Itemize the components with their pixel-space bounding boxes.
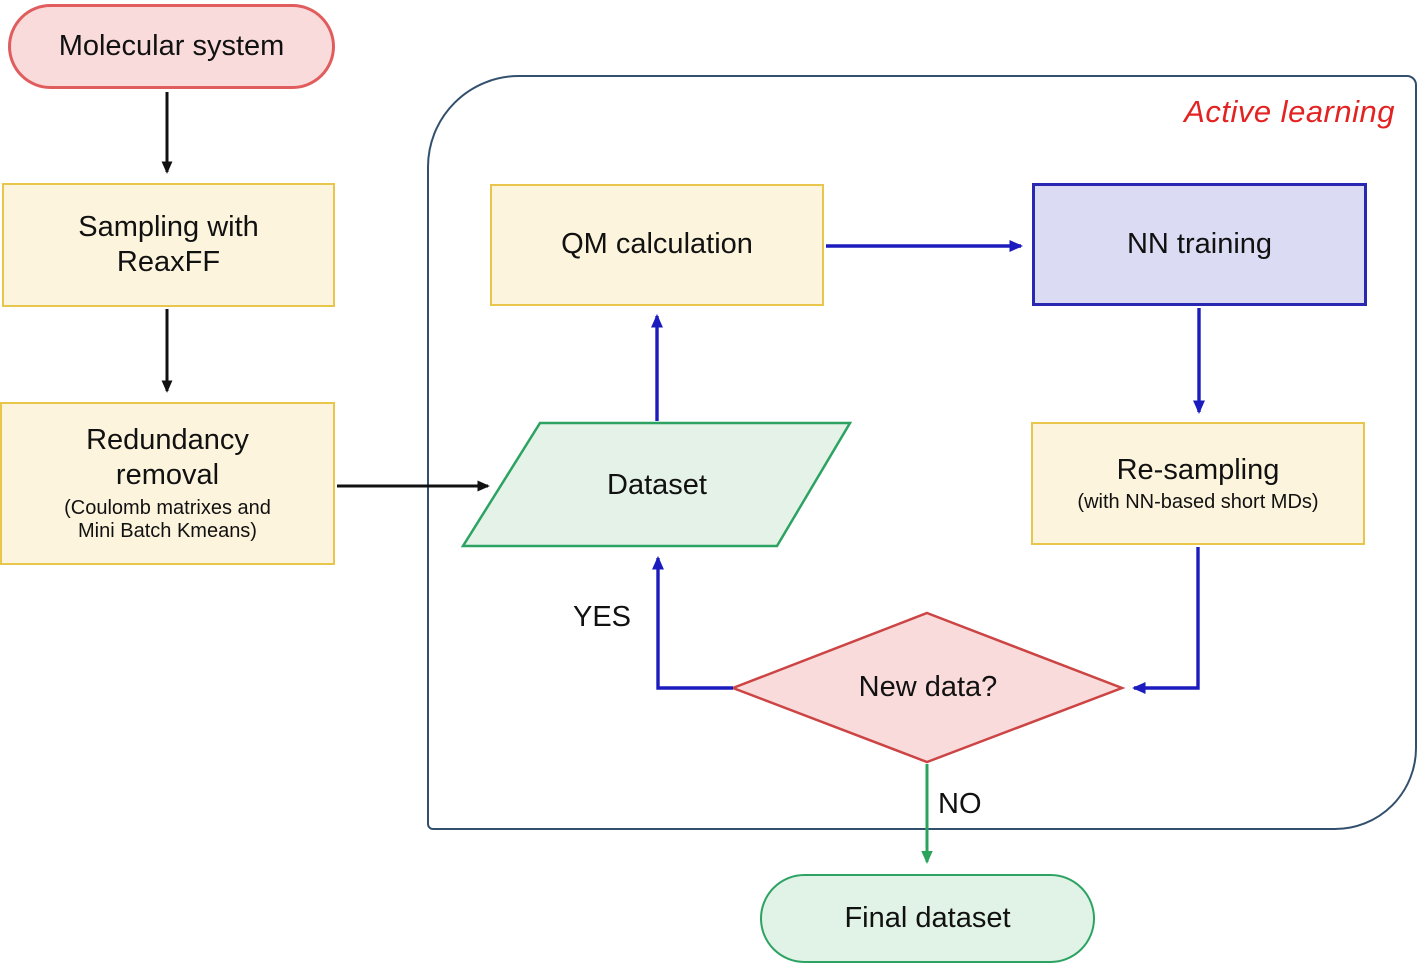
no-edge-label: NO — [938, 788, 982, 820]
active-learning-region — [427, 75, 1417, 830]
node-sampling: Sampling with ReaxFF — [2, 183, 335, 307]
sampling-label: Sampling with ReaxFF — [78, 210, 259, 278]
resampling-caption: (with NN-based short MDs) — [1077, 490, 1319, 513]
redundancy-caption: (Coulomb matrixes and Mini Batch Kmeans) — [64, 496, 271, 543]
qm-calculation-label: QM calculation — [561, 228, 753, 261]
yes-edge-label: YES — [572, 601, 632, 633]
node-resampling: Re-sampling (with NN-based short MDs) — [1031, 422, 1365, 545]
node-qm-calculation: QM calculation — [490, 184, 824, 306]
resampling-label: Re-sampling — [1116, 453, 1280, 486]
node-nn-training: NN training — [1032, 183, 1367, 306]
molecular-system-label: Molecular system — [58, 29, 285, 62]
redundancy-label: Redundancy removal — [86, 424, 249, 492]
active-learning-label: Active learning — [1184, 94, 1395, 129]
nn-training-label: NN training — [1126, 227, 1273, 260]
node-final-dataset: Final dataset — [760, 874, 1095, 963]
new-data-label: New data? — [858, 671, 998, 703]
final-dataset-label: Final dataset — [844, 901, 1011, 934]
dataset-label: Dataset — [607, 469, 707, 501]
node-redundancy-removal: Redundancy removal (Coulomb matrixes and… — [0, 402, 335, 565]
node-molecular-system: Molecular system — [8, 4, 335, 89]
